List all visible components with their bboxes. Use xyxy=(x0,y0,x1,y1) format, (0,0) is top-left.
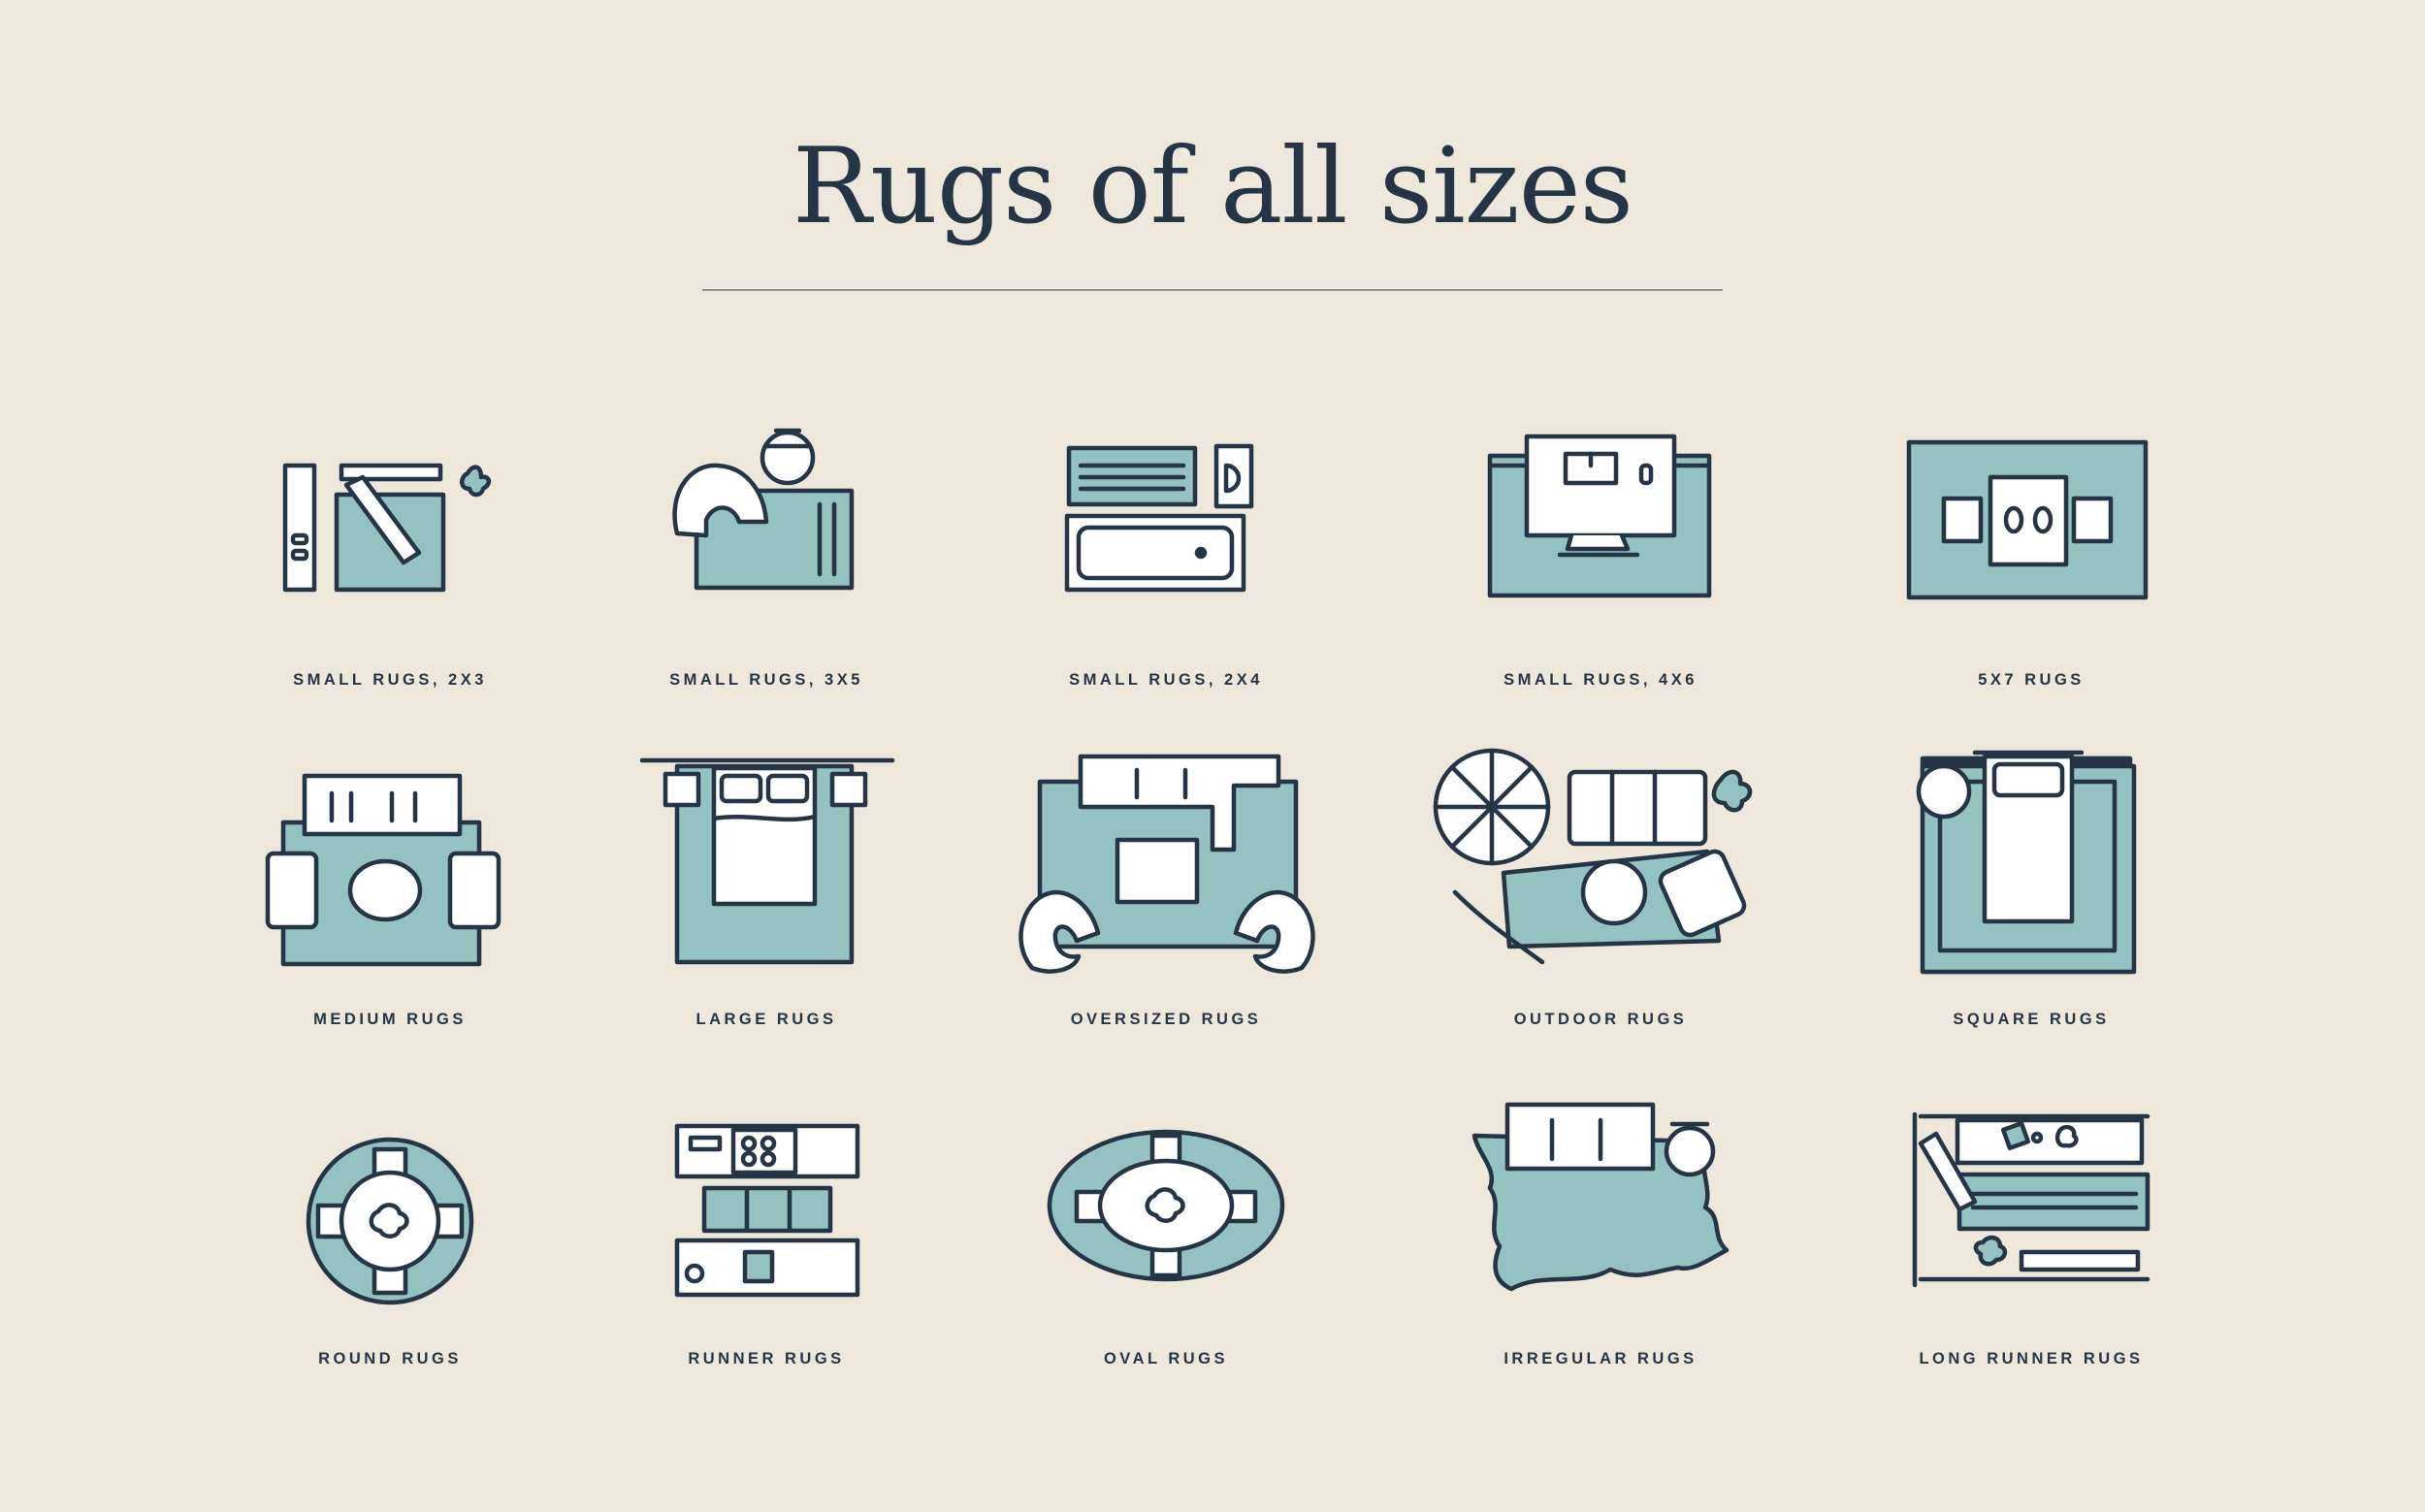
tile-outdoor-rugs[interactable]: OUTDOOR RUGS xyxy=(1397,747,1804,1029)
small-rug-4x6-icon xyxy=(1487,434,1712,598)
tile-label: 5X7 RUGS xyxy=(1978,671,2085,689)
tile-irregular-rugs[interactable]: IRREGULAR RUGS xyxy=(1397,1086,1804,1368)
tile-label: MEDIUM RUGS xyxy=(313,1011,467,1028)
title-divider xyxy=(702,289,1723,291)
tile-label: LARGE RUGS xyxy=(695,1011,837,1028)
tile-runner-rugs[interactable]: RUNNER RUGS xyxy=(563,1086,970,1368)
small-rug-2x3-icon xyxy=(282,463,492,593)
tile-label: SQUARE RUGS xyxy=(1953,1011,2110,1028)
square-rug-icon xyxy=(1916,750,2137,975)
tile-label: ROUND RUGS xyxy=(318,1350,462,1367)
oversized-rug-icon xyxy=(1018,754,1315,974)
tile-large-rugs[interactable]: LARGE RUGS xyxy=(563,747,970,1029)
medium-rug-icon xyxy=(265,773,501,967)
tile-label: RUNNER RUGS xyxy=(688,1350,845,1367)
tile-round-rugs[interactable]: ROUND RUGS xyxy=(186,1086,594,1368)
tile-5x7-rugs[interactable]: 5X7 RUGS xyxy=(1827,407,2235,690)
tile-label: SMALL RUGS, 4X6 xyxy=(1504,671,1698,689)
rug-5x7-icon xyxy=(1906,439,2149,600)
runner-rug-icon xyxy=(674,1123,860,1298)
tile-label: OVERSIZED RUGS xyxy=(1070,1011,1262,1028)
small-rug-3x5-icon xyxy=(672,428,855,591)
tile-small-rugs-4x6[interactable]: SMALL RUGS, 4X6 xyxy=(1397,407,1804,690)
tile-long-runner-rugs[interactable]: LONG RUNNER RUGS xyxy=(1827,1086,2235,1368)
tile-small-rugs-3x5[interactable]: SMALL RUGS, 3X5 xyxy=(563,407,970,690)
tile-label: OUTDOOR RUGS xyxy=(1513,1011,1688,1028)
small-rug-2x4-icon xyxy=(1064,443,1254,593)
tile-medium-rugs[interactable]: MEDIUM RUGS xyxy=(186,747,594,1029)
tile-small-rugs-2x3[interactable]: SMALL RUGS, 2X3 xyxy=(186,407,594,690)
tile-small-rugs-2x4[interactable]: SMALL RUGS, 2X4 xyxy=(962,407,1370,690)
long-runner-rug-icon xyxy=(1912,1111,2150,1288)
tile-oversized-rugs[interactable]: OVERSIZED RUGS xyxy=(962,747,1370,1029)
tile-label: LONG RUNNER RUGS xyxy=(1919,1350,2144,1367)
large-rug-icon xyxy=(639,757,895,965)
tile-label: SMALL RUGS, 3X5 xyxy=(669,671,863,689)
tile-label: IRREGULAR RUGS xyxy=(1504,1350,1698,1367)
page-title: Rugs of all sizes xyxy=(792,126,1633,247)
outdoor-rug-icon xyxy=(1433,748,1753,965)
oval-rug-icon xyxy=(1047,1129,1285,1282)
tile-label: SMALL RUGS, 2X4 xyxy=(1069,671,1263,689)
tile-square-rugs[interactable]: SQUARE RUGS xyxy=(1827,747,2235,1029)
round-rug-icon xyxy=(306,1137,474,1305)
tile-label: SMALL RUGS, 2X3 xyxy=(293,671,487,689)
tile-label: OVAL RUGS xyxy=(1103,1350,1229,1367)
irregular-rug-icon xyxy=(1471,1102,1730,1292)
tile-oval-rugs[interactable]: OVAL RUGS xyxy=(962,1086,1370,1368)
